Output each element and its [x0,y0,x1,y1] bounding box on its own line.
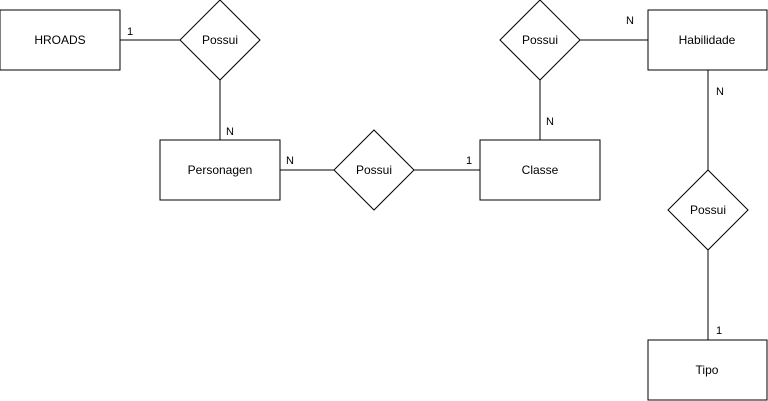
cardinality-personagem-top: N [226,126,234,138]
entity-hroads-label: HROADS [34,33,85,47]
relationship-habilidade-tipo[interactable]: Possui [667,169,749,251]
relationship-classe-habilidade[interactable]: Possui [499,0,581,81]
cardinality-personagem-right: N [286,155,294,167]
entity-personagem[interactable]: Personagen [159,139,281,201]
relationship-habilidade-tipo-label: Possui [690,203,726,217]
entity-habilidade[interactable]: Habilidade [647,9,768,71]
cardinality-classe-left: 1 [466,155,472,167]
entity-tipo-label: Tipo [696,363,719,377]
cardinality-classe-top: N [546,116,554,128]
relationship-hroads-personagem[interactable]: Possui [179,0,261,81]
entity-personagem-label: Personagen [188,163,253,177]
cardinality-hroads: 1 [127,26,133,38]
entity-hroads[interactable]: HROADS [0,9,121,71]
entity-habilidade-label: Habilidade [679,33,736,47]
cardinality-habilidade-left: N [626,15,634,27]
relationship-personagem-classe[interactable]: Possui [333,129,415,211]
entity-tipo[interactable]: Tipo [647,339,768,401]
relationship-classe-habilidade-label: Possui [522,33,558,47]
cardinality-habilidade-bottom: N [716,86,724,98]
relationship-hroads-personagem-label: Possui [202,33,238,47]
entity-classe-label: Classe [522,163,559,177]
relationship-personagem-classe-label: Possui [356,163,392,177]
cardinality-tipo-top: 1 [716,325,722,337]
entity-classe[interactable]: Classe [479,139,601,201]
